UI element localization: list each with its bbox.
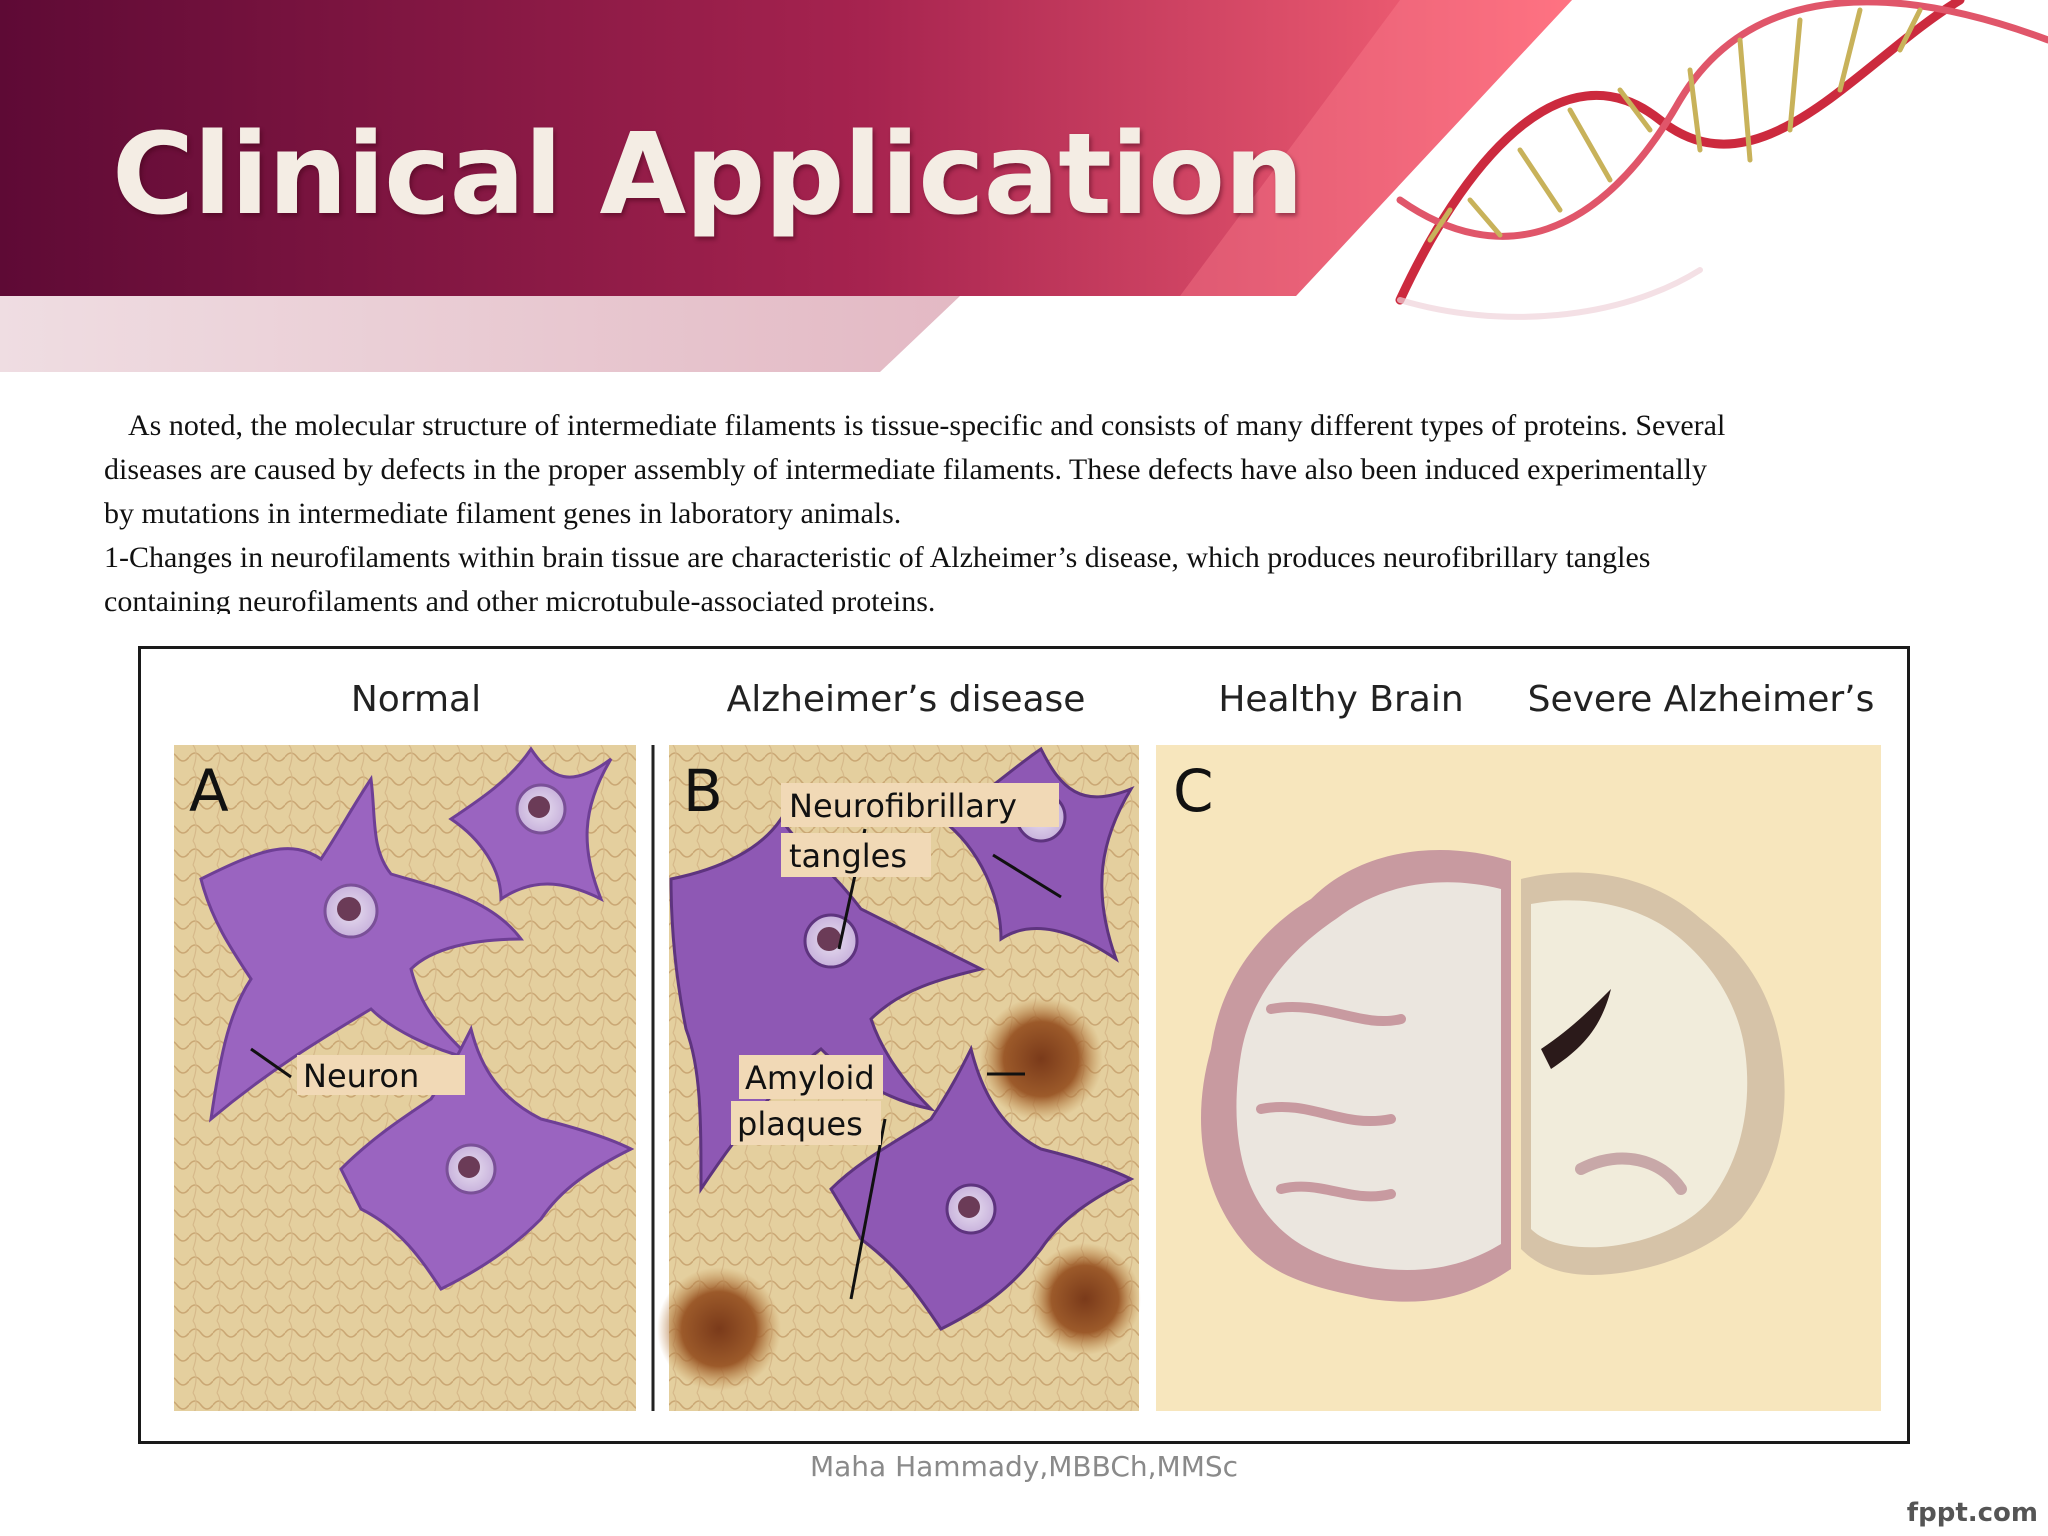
label-tangles: tangles [789, 837, 907, 875]
healthy-brain-illustration [1201, 849, 1511, 1302]
alzheimers-figure: Normal Alzheimer’s disease Healthy Brain… [138, 646, 1910, 1444]
panel-b: Neurofibrillary tangles Amyloid plaques … [657, 745, 1141, 1411]
panel-c: C [1156, 745, 1881, 1411]
panel-a: Neuron A [174, 745, 636, 1411]
body-paragraph-2: 1-Changes in neurofilaments within brain… [104, 541, 1651, 614]
label-neurofibrillary: Neurofibrillary [789, 787, 1017, 825]
body-paragraph-1: As noted, the molecular structure of int… [104, 409, 1726, 530]
header-severe-alzheimers: Severe Alzheimer’s [1528, 679, 1875, 720]
amyloid-plaque-icon [657, 997, 1141, 1391]
panel-letter-c: C [1173, 757, 1214, 825]
severe-alzheimers-brain-illustration [1521, 872, 1785, 1275]
header-healthy-brain: Healthy Brain [1218, 679, 1463, 720]
panel-letter-a: A [189, 757, 229, 825]
label-neuron: Neuron [303, 1057, 419, 1095]
label-amyloid: Amyloid [745, 1059, 875, 1097]
title-banner [0, 0, 2048, 372]
watermark: fppt.com [1906, 1498, 2038, 1528]
body-text: As noted, the molecular structure of int… [104, 404, 1744, 614]
panel-letter-b: B [683, 757, 723, 825]
header-normal: Normal [351, 679, 481, 720]
label-plaques: plaques [737, 1105, 863, 1143]
author-footer: Maha Hammady,MBBCh,MMSc [809, 1450, 1239, 1483]
slide-title: Clinical Application [112, 110, 1304, 240]
dna-helix-icon [1395, 0, 2048, 320]
header-alzheimers: Alzheimer’s disease [727, 679, 1086, 720]
